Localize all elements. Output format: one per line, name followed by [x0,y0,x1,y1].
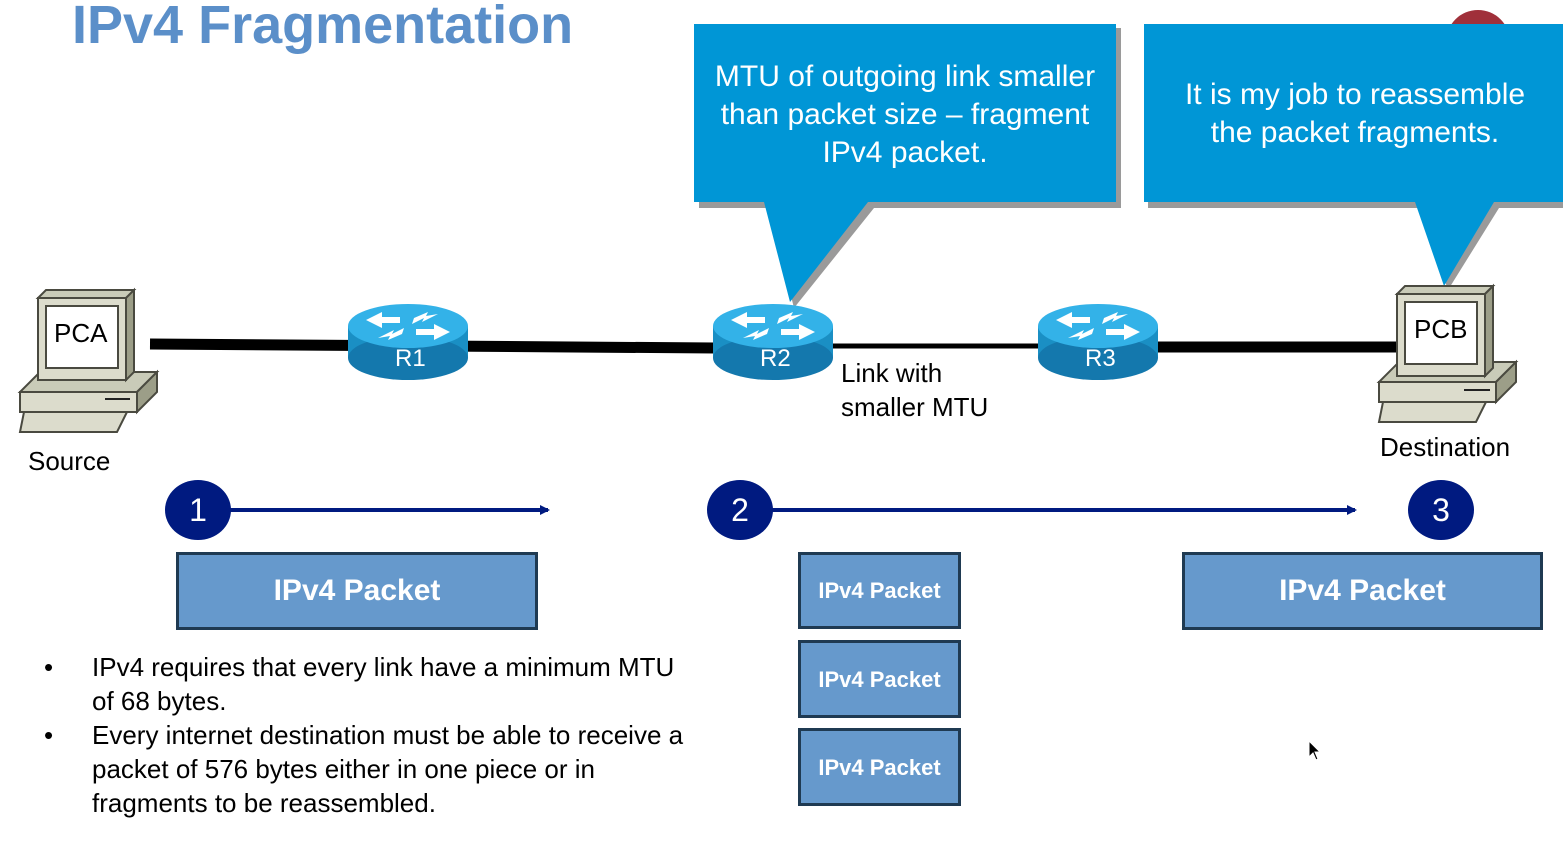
list-item: • IPv4 requires that every link have a mi… [44,650,684,718]
step-2-badge: 2 [707,480,773,540]
router-icon [1038,304,1158,380]
callout-r2-text: MTU of outgoing link smaller than packet… [714,60,1096,169]
callout-r2-shape [694,24,1121,308]
packet-reassembled: IPv4 Packet [1182,552,1543,630]
source-label: Source [28,446,111,476]
packet-fragment: IPv4 Packet [798,552,961,629]
step-1-badge: 1 [165,480,231,540]
router-icon [348,304,468,380]
note-text: IPv4 requires that every link have a min… [92,652,675,716]
notes-list: • IPv4 requires that every link have a mi… [44,650,684,820]
cursor-icon [1308,740,1322,761]
step-3-badge: 3 [1408,480,1474,540]
pc-icon [17,287,160,433]
router-label-r2: R2 [760,345,791,372]
note-text: Every internet destination must be able … [92,720,684,818]
callout-destination-text: It is my job to reassemble the packet fr… [1184,78,1526,149]
bullet-icon: • [44,652,54,682]
list-item: • Every internet destination must be able… [44,718,684,820]
bullet-icon: • [44,720,54,750]
pc-label-pca: PCA [54,318,108,348]
router-label-r3: R3 [1085,345,1116,372]
callout-destination-shape [1144,24,1563,290]
destination-label: Destination [1380,432,1511,462]
slide-title: IPv4 Fragmentation [72,0,574,55]
pc-label-pcb: PCB [1414,314,1468,344]
router-icon [713,304,833,380]
packet-fragment: IPv4 Packet [798,640,961,718]
pc-icon [1376,283,1519,423]
router-label-r1: R1 [395,345,426,372]
packet-fragment: IPv4 Packet [798,728,961,806]
packet-original: IPv4 Packet [176,552,538,630]
link-mtu-label: Link with smaller MTU [841,358,989,422]
